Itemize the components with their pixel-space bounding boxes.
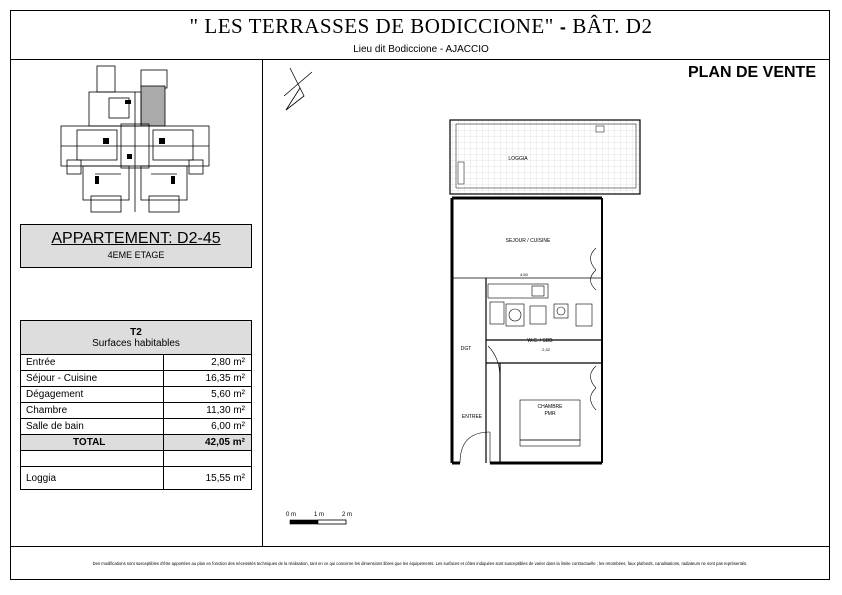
north-arrow-icon xyxy=(283,67,313,111)
total-row: TOTAL 42,05 m² xyxy=(21,435,251,451)
scale-tick-0: 0 m xyxy=(286,512,296,518)
title-dash: - xyxy=(559,17,567,37)
surfaces-header: T2 Surfaces habitables xyxy=(21,321,251,355)
page-frame xyxy=(10,10,830,580)
room-area: 5,60 m² xyxy=(211,389,245,400)
room-area: 16,35 m² xyxy=(205,373,245,384)
blank-row xyxy=(21,451,251,467)
room-area: 6,00 m² xyxy=(211,421,245,432)
loggia-label: Loggia xyxy=(26,473,57,484)
total-label: TOTAL xyxy=(73,437,106,448)
scale-tick-2: 2 m xyxy=(342,512,352,518)
footer-divider xyxy=(10,546,830,547)
room-label: Dégagement xyxy=(26,389,84,400)
room-label-wc: W.C. / SDB xyxy=(527,338,553,344)
apartment-type: T2 xyxy=(130,327,142,338)
scale-tick-1: 1 m xyxy=(314,512,324,518)
room-area: 11,30 m² xyxy=(206,405,245,416)
total-area: 42,05 m² xyxy=(204,437,245,448)
table-row: Dégagement 5,60 m² xyxy=(21,387,251,403)
room-label-chambre: CHAMBRE xyxy=(537,404,563,410)
apartment-box: APPARTEMENT: D2-45 4EME ETAGE xyxy=(20,224,252,268)
dimension-sejour: 4,50 xyxy=(520,272,529,277)
apartment-name: APPARTEMENT: D2-45 xyxy=(51,230,221,247)
loggia-area-shape xyxy=(449,119,641,195)
dimension-wc: 2,32 xyxy=(542,347,551,352)
building-name: BÂT. D2 xyxy=(572,14,653,38)
vertical-divider xyxy=(262,59,263,546)
room-label: Salle de bain xyxy=(26,421,84,432)
room-label-pmr: PMR xyxy=(544,411,556,417)
table-row: Salle de bain 6,00 m² xyxy=(21,419,251,435)
legal-footnote: Des modifications sont susceptibles d'êt… xyxy=(92,561,748,566)
room-label-sejour: SEJOUR / CUISINE xyxy=(506,238,551,244)
scale-bar: 0 m 1 m 2 m xyxy=(286,512,352,525)
table-row: Chambre 11,30 m² xyxy=(21,403,251,419)
room-area: 2,80 m² xyxy=(211,357,245,368)
building-key-plan xyxy=(60,65,210,213)
plan-type-label: PLAN DE VENTE xyxy=(687,64,816,81)
room-label: Entrée xyxy=(26,357,56,368)
table-row: Entrée 2,80 m² xyxy=(21,355,251,371)
scale-segment-1 xyxy=(290,520,318,524)
room-label-dgt: DGT xyxy=(461,346,472,352)
scale-segment-2 xyxy=(317,519,347,525)
table-row: Séjour - Cuisine 16,35 m² xyxy=(21,371,251,387)
room-label-loggia: LOGGIA xyxy=(508,156,528,162)
header-divider xyxy=(10,59,830,60)
project-location: Lieu dit Bodiccione - AJACCIO xyxy=(353,44,489,55)
surfaces-subtitle: Surfaces habitables xyxy=(92,338,180,349)
loggia-row: Loggia 15,55 m² xyxy=(21,467,251,490)
surfaces-table: T2 Surfaces habitables Entrée 2,80 m² Séj… xyxy=(20,320,252,490)
loggia-area: 15,55 m² xyxy=(205,473,245,484)
room-label-entree: ENTREE xyxy=(462,414,483,420)
apartment-floor: 4EME ETAGE xyxy=(107,250,165,260)
room-label: Séjour - Cuisine xyxy=(26,373,98,384)
apartment-floor-plan: LOGGIA SEJOUR / CUISINE 4,50 W.C. / SDB … xyxy=(449,119,641,465)
project-name: " LES TERRASSES DE BODICCIONE" xyxy=(189,14,554,38)
project-title: " LES TERRASSES DE BODICCIONE"-BÂT. D2 xyxy=(0,14,842,39)
room-label: Chambre xyxy=(26,405,68,416)
